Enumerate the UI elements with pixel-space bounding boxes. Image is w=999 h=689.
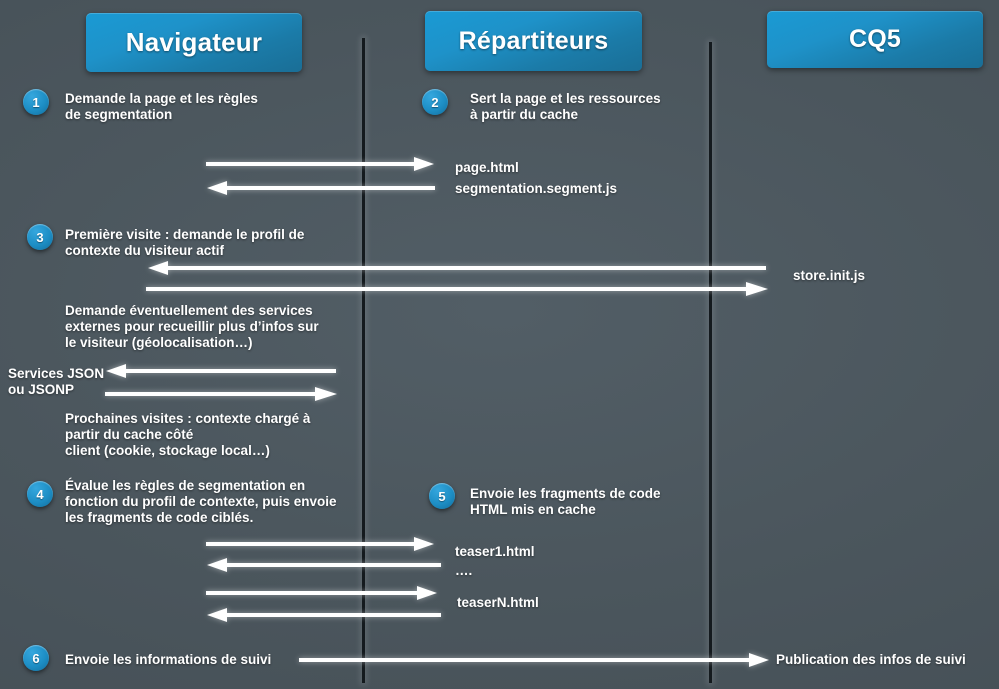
message-label-teaser1: teaser1.html bbox=[455, 544, 535, 559]
message-label-publication: Publication des infos de suivi bbox=[776, 652, 966, 667]
arrow-tracking-publication bbox=[299, 653, 769, 667]
arrow-services-json-response bbox=[105, 387, 337, 401]
step-badge-3: 3 bbox=[27, 224, 53, 250]
step-text-6: Envoie les informations de suivi bbox=[65, 652, 272, 667]
arrow-response-page bbox=[205, 181, 435, 195]
note-services-json: Services JSON ou JSONP bbox=[8, 366, 105, 397]
step-number-3: 3 bbox=[36, 229, 44, 245]
step-badge-1: 1 bbox=[23, 89, 49, 115]
step-badge-5: 5 bbox=[429, 483, 455, 509]
actor-box-navigateur[interactable]: Navigateur bbox=[86, 13, 302, 72]
step-number-1: 1 bbox=[32, 94, 40, 110]
arrow-store-init-response bbox=[146, 282, 768, 296]
actor-box-repartiteurs[interactable]: Répartiteurs bbox=[425, 11, 642, 71]
note-next-visits: Prochaines visites : contexte chargé à p… bbox=[65, 411, 311, 458]
step-number-6: 6 bbox=[32, 650, 40, 666]
message-label-store-init: store.init.js bbox=[793, 268, 866, 283]
step-badge-2: 2 bbox=[422, 89, 448, 115]
step-badge-6: 6 bbox=[23, 645, 49, 671]
arrow-teaser1-response bbox=[205, 558, 441, 572]
arrow-teaser1-request bbox=[206, 537, 434, 551]
step-badge-4: 4 bbox=[27, 481, 53, 507]
arrow-services-json-request bbox=[104, 364, 336, 378]
actor-label-cq5: CQ5 bbox=[848, 25, 901, 53]
message-label-page-html: page.html bbox=[455, 160, 519, 175]
step-text-1: Demande la page et les règles de segment… bbox=[65, 91, 258, 122]
step-text-3: Première visite : demande le profil de c… bbox=[65, 227, 305, 258]
arrow-teaserN-response bbox=[205, 608, 441, 622]
step-number-4: 4 bbox=[36, 486, 44, 502]
message-label-segmentation: segmentation.segment.js bbox=[455, 181, 618, 196]
actor-label-repartiteurs: Répartiteurs bbox=[458, 26, 609, 55]
step-number-2: 2 bbox=[431, 94, 439, 110]
step-text-2: Sert la page et les ressources à partir … bbox=[470, 91, 661, 122]
arrow-request-page bbox=[206, 157, 434, 171]
note-external-services: Demande éventuellement des services exte… bbox=[65, 303, 319, 350]
message-label-teaserN: teaserN.html bbox=[457, 595, 539, 610]
step-number-5: 5 bbox=[438, 488, 446, 504]
arrow-context-request bbox=[146, 261, 766, 275]
arrow-teaserN-request bbox=[206, 586, 437, 600]
lifeline-repartiteurs-cq5 bbox=[709, 42, 712, 683]
actor-label-navigateur: Navigateur bbox=[125, 27, 263, 57]
message-label-teaser-ellipsis: …. bbox=[455, 563, 473, 578]
actor-box-cq5[interactable]: CQ5 bbox=[767, 11, 983, 68]
lifeline-navigateur-repartiteurs bbox=[362, 38, 365, 683]
step-text-4: Évalue les règles de segmentation en fon… bbox=[65, 478, 337, 525]
step-text-5: Envoie les fragments de code HTML mis en… bbox=[470, 486, 661, 517]
